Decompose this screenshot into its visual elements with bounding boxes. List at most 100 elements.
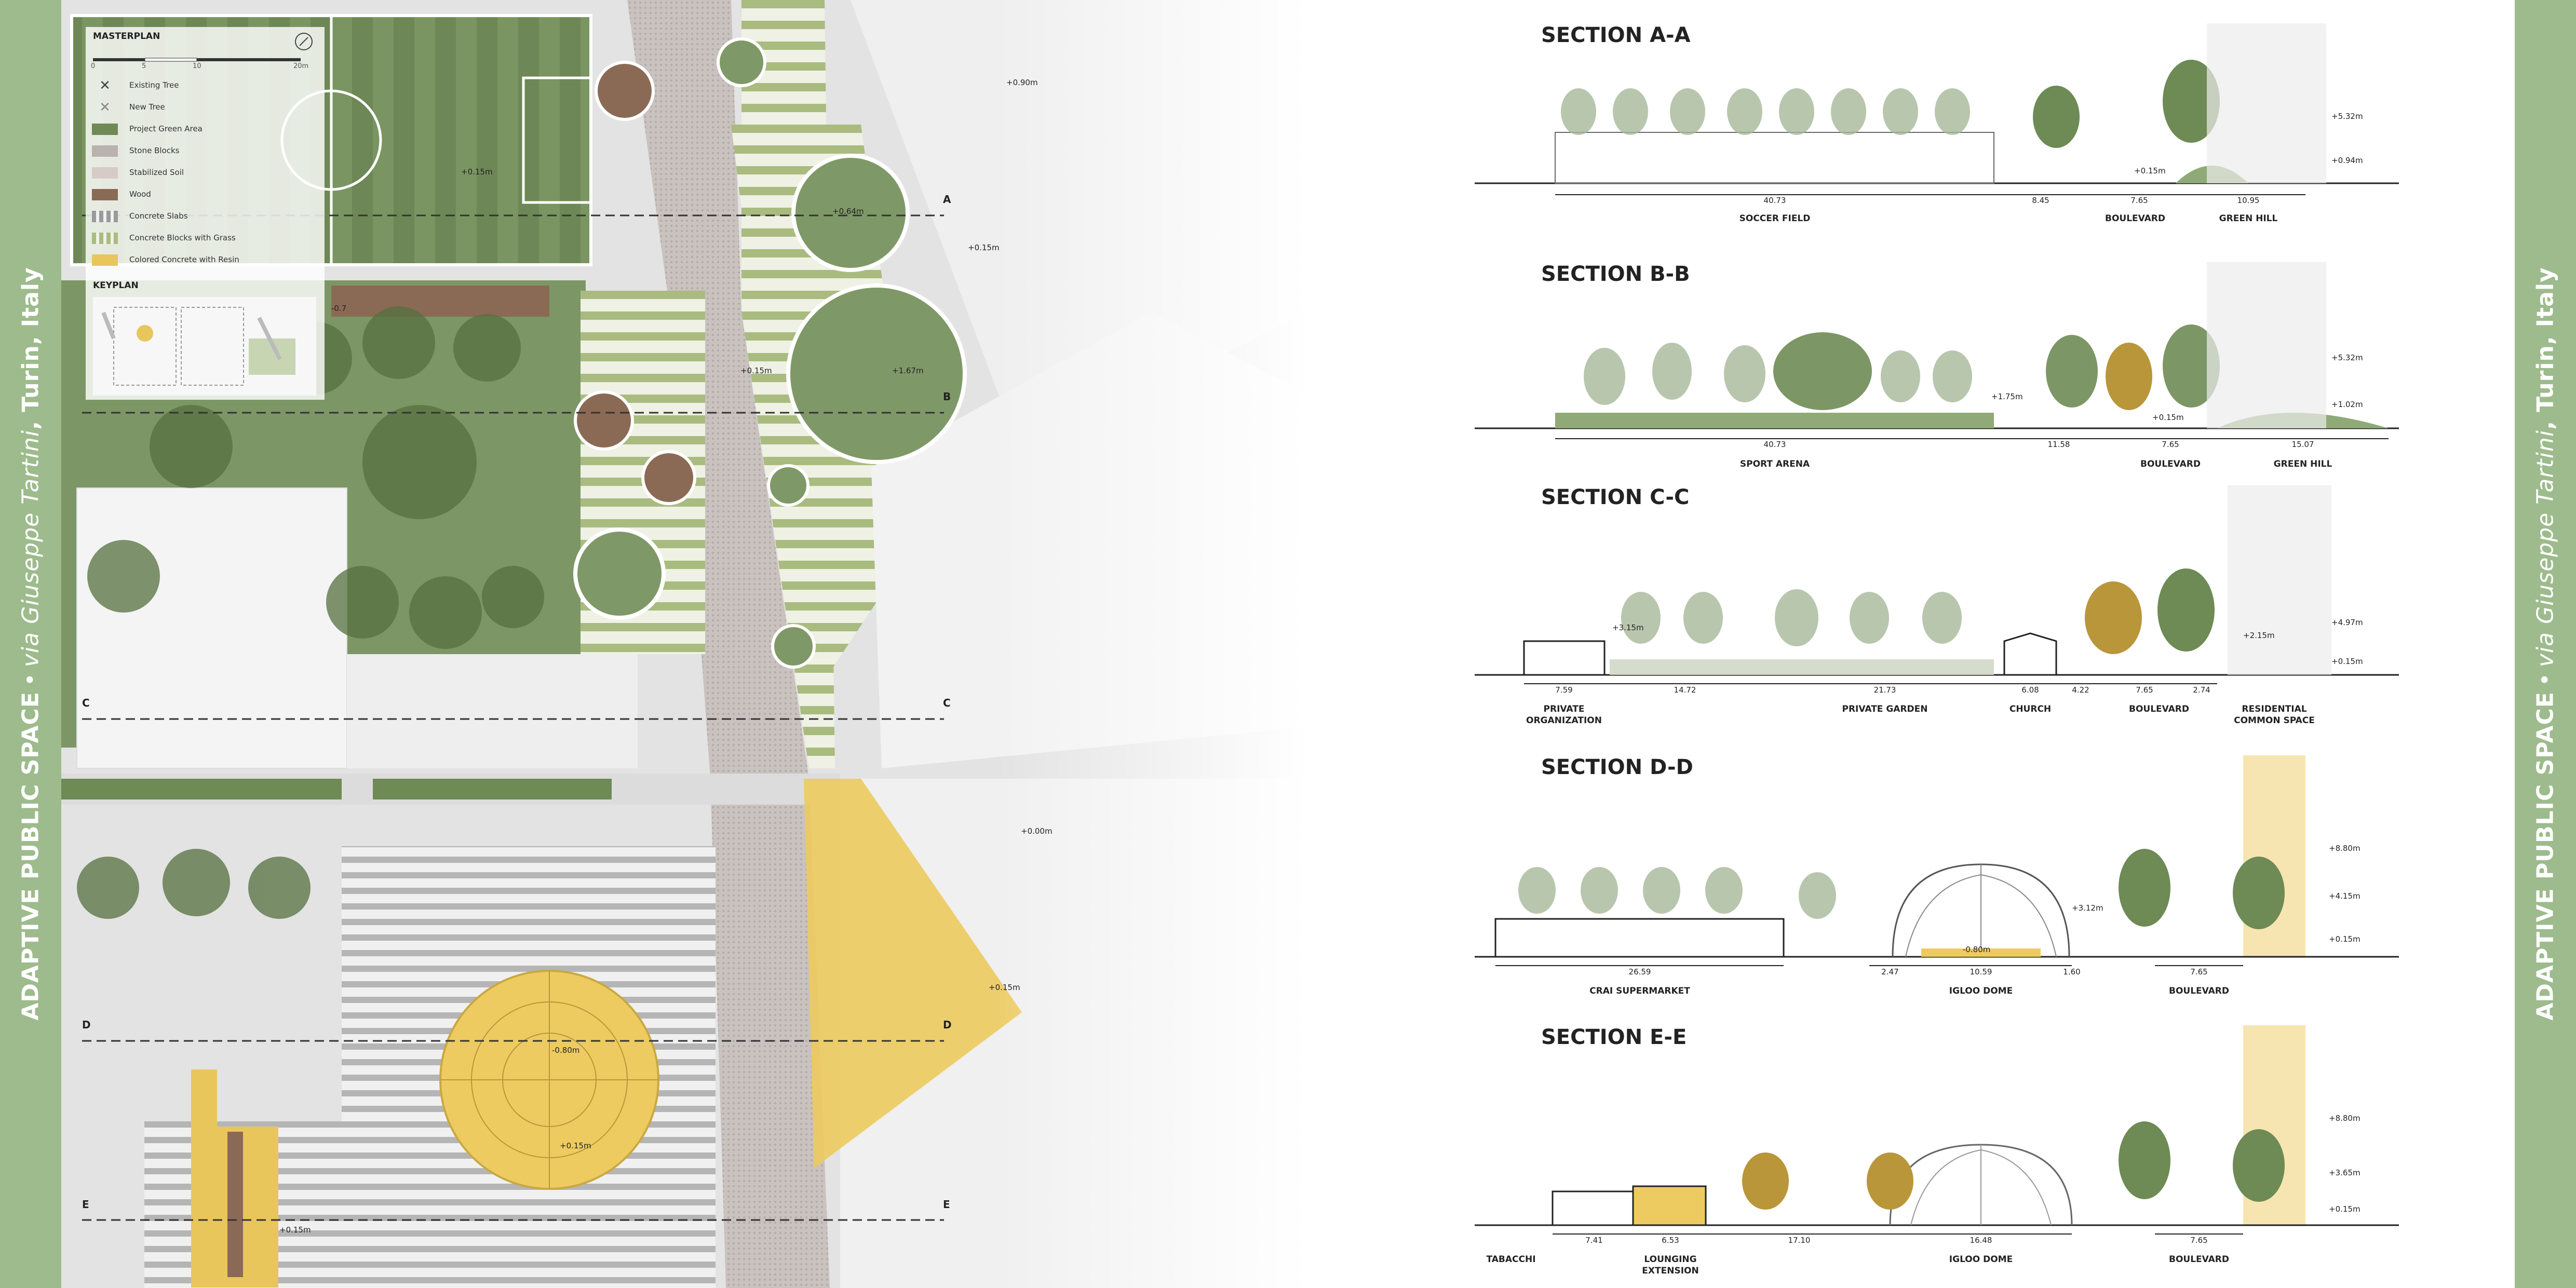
resin-strip (191, 1069, 217, 1287)
dimension-label: 11.58 (2047, 440, 2070, 449)
zone-label: SPORT ARENA (1739, 459, 1810, 469)
swatch (92, 211, 118, 222)
legend-item-green-area: Project Green Area (92, 123, 320, 137)
elevation-label: +0.15m (2134, 166, 2166, 175)
dimension-label: 6.08 (2021, 685, 2039, 695)
section-title: SECTION D-D (1541, 755, 1693, 779)
section-e-e: SECTION E-E 7.41 6.53 17.10 16.48 7.65 T… (1475, 1025, 2399, 1285)
legend-item-stabilized-soil: Stabilized Soil (92, 166, 320, 181)
dimension-label: 14.72 (1674, 685, 1696, 695)
dimension-label: 7.65 (2130, 196, 2148, 205)
zone-label: BOULEVARD (2105, 213, 2166, 224)
elevation-label: +0.15m (560, 1141, 591, 1150)
dimension-label: 7.65 (2190, 1236, 2208, 1245)
dimension-label: 10.95 (2237, 196, 2260, 205)
dimension-label: 7.65 (2136, 685, 2153, 695)
zone-label: IGLOO DOME (1949, 986, 2013, 996)
section-b-b: SECTION B-B 40.73 11.58 7.65 15.07 SPORT… (1475, 262, 2399, 480)
elevation-label: -0.7 (331, 304, 347, 313)
scale-bar (93, 58, 301, 62)
elevation-label: +0.15m (2329, 1204, 2361, 1214)
legend-item-stone-blocks: Stone Blocks (92, 144, 320, 159)
elevation-label: +0.90m (1006, 78, 1038, 87)
left-project-title: ADAPTIVE PUBLIC SPACE•via Giuseppe Tarti… (17, 267, 44, 1021)
zone-label: SOCCER FIELD (1739, 213, 1811, 224)
elevation-label: +5.32m (2331, 112, 2363, 121)
dimension-label: 2.74 (2193, 685, 2210, 695)
elevation-label: -0.80m (552, 1046, 580, 1055)
legend-panel: MASTERPLAN 0 5 10 20m ✕ Existing Tree ✕ … (86, 27, 325, 400)
dimension-label: 15.07 (2291, 440, 2314, 449)
swatch (92, 145, 118, 157)
north-arrow-icon (295, 33, 313, 50)
section-title: SECTION C-C (1541, 485, 1690, 509)
section-marker-d-left: D (82, 1019, 91, 1031)
scale-tick: 10 (193, 62, 201, 70)
zone-label: TABACCHI (1486, 1254, 1536, 1265)
elevation-label: +8.80m (2329, 844, 2361, 853)
zone-label: GREEN HILL (2219, 213, 2278, 224)
elevation-label: +8.80m (2329, 1114, 2361, 1123)
section-title: SECTION A-A (1541, 23, 1691, 47)
elevation-label: +3.15m (1612, 623, 1644, 632)
masterplan-drawing: A B C C D D E E +0.90m +0.15m +0.64m +1.… (61, 0, 1307, 1288)
section-b-b-drawing (1475, 262, 2399, 439)
swatch (92, 233, 118, 244)
scale-tick: 5 (142, 62, 146, 70)
section-c-c-drawing (1475, 485, 2399, 684)
dimension-label: 40.73 (1763, 196, 1786, 205)
section-marker-c-right: C (943, 697, 951, 709)
section-d-d: SECTION D-D 26.59 2.47 10.59 1.60 7.65 C… (1475, 755, 2399, 1015)
zone-label: BOULEVARD (2128, 704, 2190, 714)
zone-label: PRIVATE GARDEN (1842, 704, 1928, 714)
dimension-label: 4.22 (2072, 685, 2089, 695)
zone-label: BOULEVARD (2168, 986, 2230, 996)
dimension-label: 7.59 (1555, 685, 1573, 695)
section-e-e-drawing (1475, 1025, 2399, 1235)
section-a-a-drawing (1475, 23, 2399, 195)
right-title-band: ADAPTIVE PUBLIC SPACE•via Giuseppe Tarti… (2515, 0, 2576, 1288)
left-title-band: ADAPTIVE PUBLIC SPACE•via Giuseppe Tarti… (0, 0, 61, 1288)
section-marker-c-left: C (82, 697, 90, 709)
dimension-label: 6.53 (1662, 1236, 1679, 1245)
swatch (92, 124, 118, 135)
section-cut-lines (82, 214, 944, 1221)
section-title: SECTION B-B (1541, 262, 1690, 286)
dimension-label: 26.59 (1628, 967, 1651, 977)
dimension-label: 8.45 (2032, 196, 2049, 205)
zone-label: LOUNGING EXTENSION (1642, 1254, 1699, 1276)
elevation-label: +5.32m (2331, 353, 2363, 362)
section-d-d-drawing (1475, 755, 2399, 966)
dimension-label: 1.60 (2063, 967, 2081, 977)
building-footprint-west (76, 487, 347, 769)
dimension-label: 7.65 (2190, 967, 2208, 977)
elevation-label: +1.67m (892, 366, 924, 375)
elevation-label: +3.12m (2072, 903, 2103, 913)
right-project-title: ADAPTIVE PUBLIC SPACE•via Giuseppe Tarti… (2532, 267, 2559, 1021)
dimension-label: 10.59 (1970, 967, 1992, 977)
elevation-label: -0.80m (1963, 945, 1991, 954)
dimension-label: 21.73 (1873, 685, 1896, 695)
legend-item-wood: Wood (92, 188, 320, 202)
resin-bench-area (216, 1127, 278, 1287)
swatch (92, 167, 118, 179)
wood-deck (331, 286, 549, 317)
masterplan-svg (61, 0, 1307, 1288)
tree-canopies (77, 306, 544, 919)
elevation-label: +1.02m (2331, 400, 2363, 409)
elevation-label: +2.15m (2243, 631, 2275, 640)
elevation-label: +3.65m (2329, 1168, 2361, 1177)
section-marker-b: B (943, 390, 951, 403)
legend-title: MASTERPLAN (93, 31, 160, 42)
dimension-label: 16.48 (1970, 1236, 1992, 1245)
green-mound-3 (573, 527, 666, 620)
elevation-label: +0.15m (461, 167, 493, 177)
swatch (92, 254, 118, 266)
building-footprint-center (347, 654, 638, 768)
section-marker-e-left: E (82, 1198, 89, 1211)
dimension-label: 7.41 (1585, 1236, 1603, 1245)
elevation-label: +0.15m (279, 1225, 311, 1235)
green-mound-2 (786, 283, 967, 464)
x-tree-new-icon: ✕ (99, 100, 111, 115)
elevation-label: +0.15m (968, 243, 1000, 252)
